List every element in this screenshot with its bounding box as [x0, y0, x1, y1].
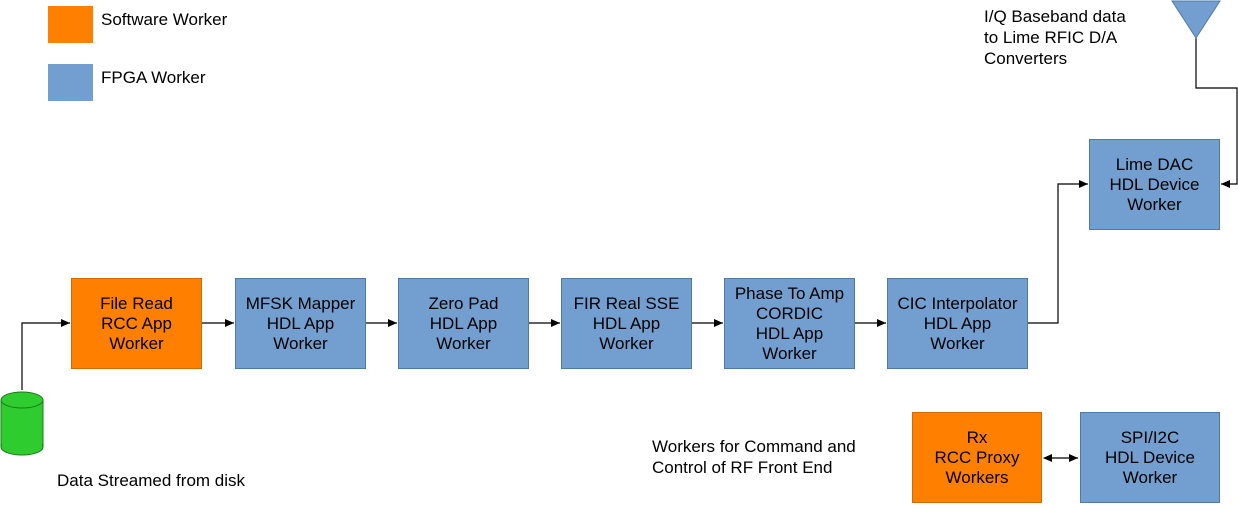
spi-i2c-hdl-device-worker: SPI/I2C HDL Device Worker: [1080, 412, 1220, 503]
box-line: Worker: [273, 333, 328, 353]
mfsk-mapper-hdl-worker: MFSK Mapper HDL App Worker: [235, 278, 366, 369]
box-line: HDL Device: [1104, 447, 1196, 467]
box-line: Lime DAC: [1115, 154, 1194, 174]
rx-rcc-proxy-workers: Rx RCC Proxy Workers: [912, 412, 1042, 503]
box-line: Zero Pad: [428, 293, 499, 313]
zero-pad-hdl-worker: Zero Pad HDL App Worker: [398, 278, 529, 369]
command-control-line: Control of RF Front End: [652, 458, 833, 477]
iq-annotation-line: to Lime RFIC D/A: [984, 28, 1118, 47]
antenna-icon: [1171, 0, 1221, 39]
box-line: Worker: [762, 343, 817, 363]
legend-software-swatch: [48, 6, 93, 43]
cic-interpolator-hdl-worker: CIC Interpolator HDL App Worker: [887, 278, 1028, 369]
box-line: Worker: [1127, 194, 1182, 214]
file-read-rcc-worker: File Read RCC App Worker: [71, 278, 202, 369]
box-line: Worker: [436, 333, 491, 353]
legend-fpga-label: FPGA Worker: [101, 68, 206, 87]
box-line: HDL App: [266, 313, 335, 333]
box-line: RCC App: [101, 313, 172, 333]
box-line: Phase To Amp: [734, 283, 845, 303]
box-line: RCC Proxy: [934, 447, 1020, 467]
disk-icon: [0, 391, 44, 456]
box-line: HDL App: [592, 313, 661, 333]
box-line: FIR Real SSE: [573, 293, 680, 313]
box-line: CIC Interpolator: [897, 293, 1018, 313]
box-line: Worker: [109, 333, 164, 353]
legend-fpga-swatch: [48, 64, 93, 101]
box-line: MFSK Mapper: [245, 293, 356, 313]
cic-to-dac-arrow: [1028, 180, 1088, 324]
command-control-annotation: Workers for Command and Control of RF Fr…: [652, 436, 856, 478]
box-line: File Read: [100, 293, 173, 313]
box-line: SPI/I2C: [1120, 427, 1180, 447]
box-line: HDL App: [755, 323, 824, 343]
disk-to-file-read-arrow: [21, 319, 70, 390]
box-line: Worker: [1122, 467, 1178, 487]
command-control-line: Workers for Command and: [652, 437, 856, 456]
phase-to-amp-cordic-hdl-worker: Phase To Amp CORDIC HDL App Worker: [724, 278, 855, 369]
box-line: Worker: [930, 333, 985, 353]
box-line: Rx: [966, 427, 988, 447]
legend-software-label: Software Worker: [101, 10, 228, 29]
iq-annotation-line: Converters: [984, 49, 1068, 68]
iq-annotation: I/Q Baseband data to Lime RFIC D/A Conve…: [984, 6, 1126, 69]
lime-dac-hdl-device-worker: Lime DAC HDL Device Worker: [1089, 139, 1220, 230]
antenna-to-dac-arrow: [1195, 38, 1238, 188]
disk-label: Data Streamed from disk: [57, 471, 246, 490]
box-line: CORDIC: [755, 303, 824, 323]
fir-real-sse-hdl-worker: FIR Real SSE HDL App Worker: [561, 278, 692, 369]
box-line: HDL App: [923, 313, 992, 333]
iq-annotation-line: I/Q Baseband data: [984, 7, 1126, 26]
box-line: HDL App: [429, 313, 498, 333]
box-line: Workers: [945, 467, 1009, 487]
box-line: Worker: [599, 333, 654, 353]
box-line: HDL Device: [1109, 174, 1200, 194]
